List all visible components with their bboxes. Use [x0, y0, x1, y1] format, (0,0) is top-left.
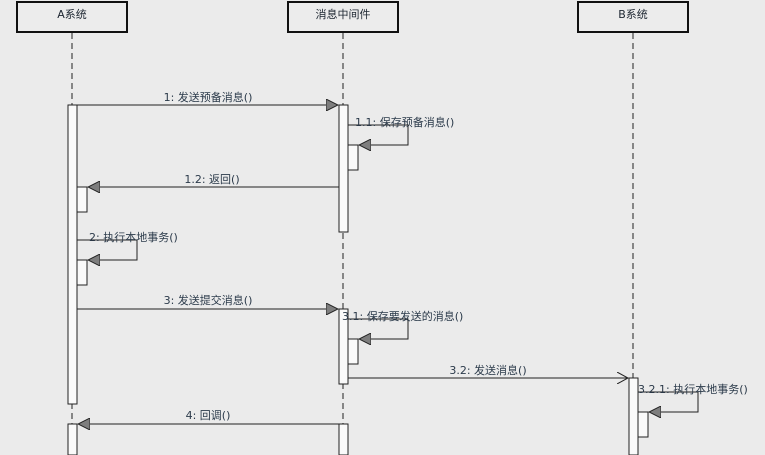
activation-mq-save-send	[347, 338, 359, 365]
message-3-2-label: 3.2: 发送消息()	[449, 363, 526, 377]
message-3-1-label: 3.1: 保存要发送的消息()	[342, 309, 463, 323]
message-3-label: 3: 发送提交消息()	[164, 293, 253, 307]
message-4-label: 4: 回调()	[186, 409, 231, 422]
activation-mq-prepare	[338, 104, 349, 233]
message-3-1-arrow	[348, 318, 409, 339]
activation-a-local-tx	[76, 259, 88, 286]
activation-mq-callback	[338, 423, 349, 455]
participant-mq[interactable]: 消息中间件	[287, 1, 399, 33]
message-1-2-label: 1.2: 返回()	[184, 173, 239, 186]
activation-a-main	[67, 104, 78, 405]
message-1-label: 1: 发送预备消息()	[164, 90, 253, 104]
activation-a-return	[76, 186, 88, 213]
participant-a-label: A系统	[57, 8, 87, 21]
participant-mq-label: 消息中间件	[316, 7, 371, 21]
message-2-arrow	[77, 239, 138, 260]
message-3-2-1-arrow	[638, 391, 699, 412]
activation-b-main	[628, 377, 639, 455]
participant-b-label: B系统	[618, 8, 648, 21]
message-2-label: 2: 执行本地事务()	[89, 230, 178, 244]
activation-b-local-tx	[637, 411, 649, 438]
activation-mq-save-prepare	[347, 144, 359, 171]
message-1-1-arrow	[348, 124, 409, 145]
message-3-2-1-label: 3.2.1: 执行本地事务()	[638, 382, 748, 396]
activation-a-callback	[67, 423, 78, 455]
participant-a[interactable]: A系统	[16, 1, 128, 33]
message-1-1-label: 1.1: 保存预备消息()	[355, 115, 454, 129]
participant-b[interactable]: B系统	[577, 1, 689, 33]
